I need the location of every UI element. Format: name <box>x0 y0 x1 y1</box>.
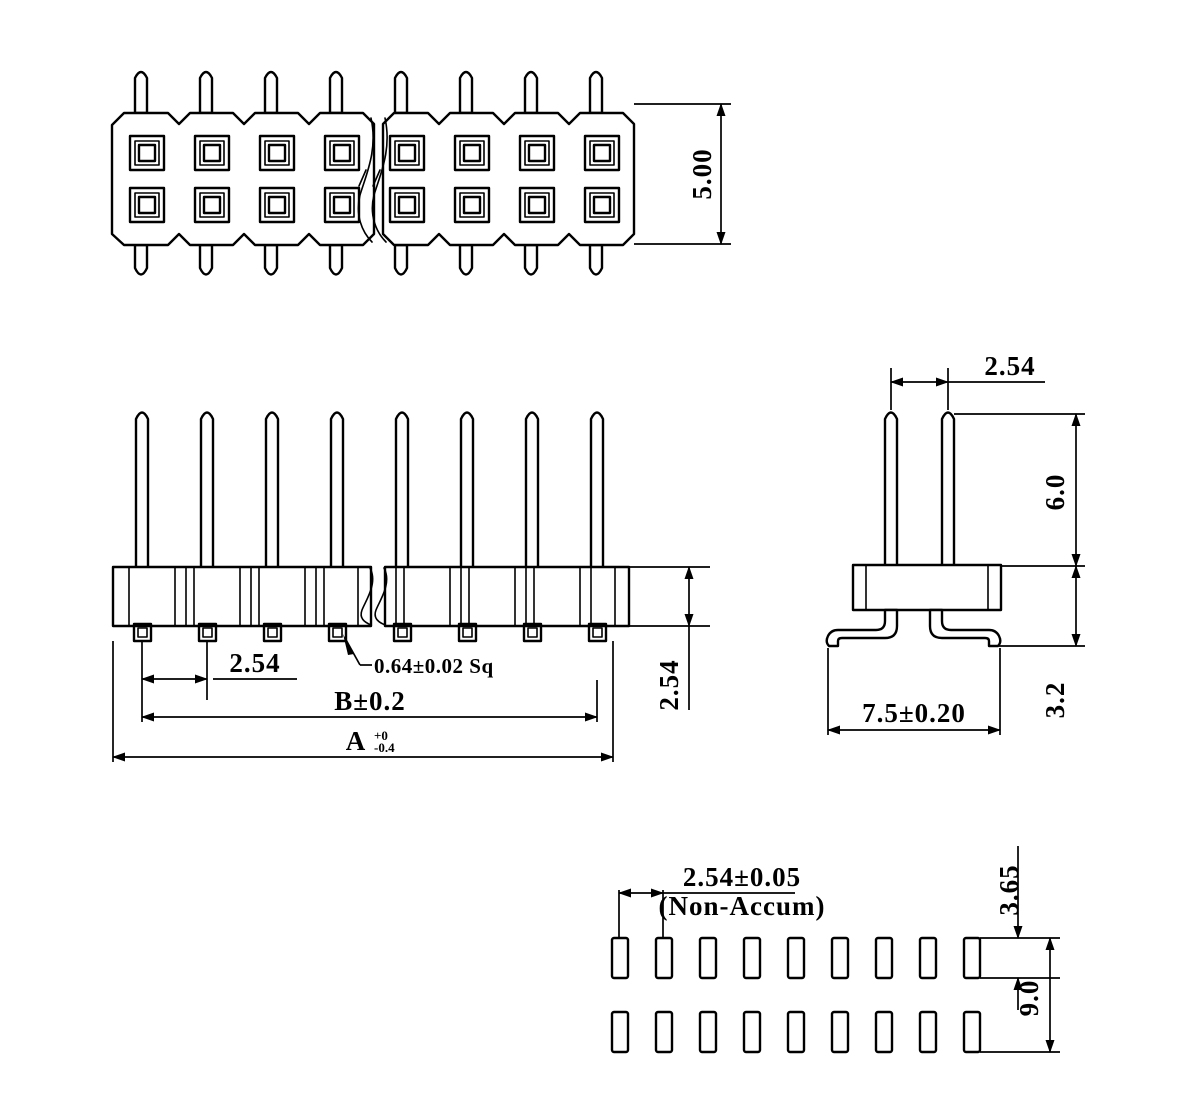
dimension-label-footprint-row-span: 9.0 <box>1014 980 1044 1017</box>
dimension-label-front-b: B±0.2 <box>334 686 406 716</box>
front-view-housing-right <box>383 565 631 628</box>
side-view-bent-tails <box>825 608 1002 648</box>
front-view-housing-left <box>111 565 373 628</box>
dimension-footprint-row-span: 9.0 <box>980 937 1060 1053</box>
dimension-label-front-tail: 2.54 <box>654 659 684 710</box>
side-view: 2.54 6.0 <box>825 351 1085 735</box>
dimension-label-footprint-pitch-note: (Non-Accum) <box>659 891 826 921</box>
dimension-label-front-pin-square: 0.64±0.02 Sq <box>374 654 494 678</box>
footprint-pads-upper-row <box>610 936 982 980</box>
top-view-body-right <box>381 111 636 247</box>
dimension-label-front-a: A <box>346 726 367 756</box>
footprint-pads-lower-row <box>610 1010 982 1054</box>
dimension-side-pitch: 2.54 <box>890 351 1045 410</box>
dimension-label-front-pitch: 2.54 <box>229 648 280 678</box>
dimension-front-a: A +0 -0.4 <box>112 641 614 762</box>
dimension-front-pitch: 2.54 <box>141 641 297 700</box>
dimension-label-top-body-height: 5.00 <box>687 148 717 199</box>
side-view-housing <box>851 563 1003 612</box>
top-view: 5.00 <box>110 70 731 276</box>
front-view: 2.54 0.64±0.02 Sq B±0.2 A <box>111 411 710 762</box>
dimension-front-b: B±0.2 <box>141 680 598 722</box>
dimension-label-footprint-pad-length: 3.65 <box>994 864 1024 915</box>
dimension-front-tail: 2.54 <box>629 566 710 711</box>
top-view-body-left <box>110 111 376 247</box>
dimension-side-pin-height: 6.0 <box>954 413 1085 567</box>
dimension-label-side-tail-height: 3.2 <box>1040 682 1070 719</box>
footprint-view: 2.54±0.05 (Non-Accum) <box>610 846 1060 1054</box>
front-view-housing-ribs <box>128 566 616 627</box>
dimension-side-tail-height: 3.2 <box>999 565 1085 719</box>
top-view-lower-pins-left <box>133 243 344 276</box>
dimension-side-foot-span: 7.5±0.20 <box>827 648 1001 735</box>
dimension-label-side-pin-height: 6.0 <box>1040 474 1070 511</box>
dimension-top-body-height: 5.00 <box>634 103 731 245</box>
front-view-pins <box>134 411 605 570</box>
top-view-lower-pins-right <box>393 243 604 276</box>
side-view-pins <box>883 411 956 568</box>
front-view-solder-tails <box>132 622 608 643</box>
dimension-label-front-a-tol-lower: -0.4 <box>374 740 395 755</box>
dimension-label-side-foot-span: 7.5±0.20 <box>862 698 966 728</box>
dimension-label-front-a-tol-upper: +0 <box>374 728 388 743</box>
top-view-contacts-lower <box>128 186 621 224</box>
dimension-front-pin-square: 0.64±0.02 Sq <box>343 634 494 678</box>
dimension-footprint-pad-length: 3.65 <box>980 846 1060 1010</box>
top-view-upper-pins-left <box>133 70 344 115</box>
dimension-label-side-pitch: 2.54 <box>984 351 1035 381</box>
dimension-footprint-pitch: 2.54±0.05 (Non-Accum) <box>618 862 826 940</box>
top-view-upper-pins-right <box>393 70 604 115</box>
dimension-label-footprint-pitch: 2.54±0.05 <box>683 862 801 892</box>
top-view-contacts-upper <box>128 134 621 172</box>
front-view-break-line <box>360 567 388 626</box>
